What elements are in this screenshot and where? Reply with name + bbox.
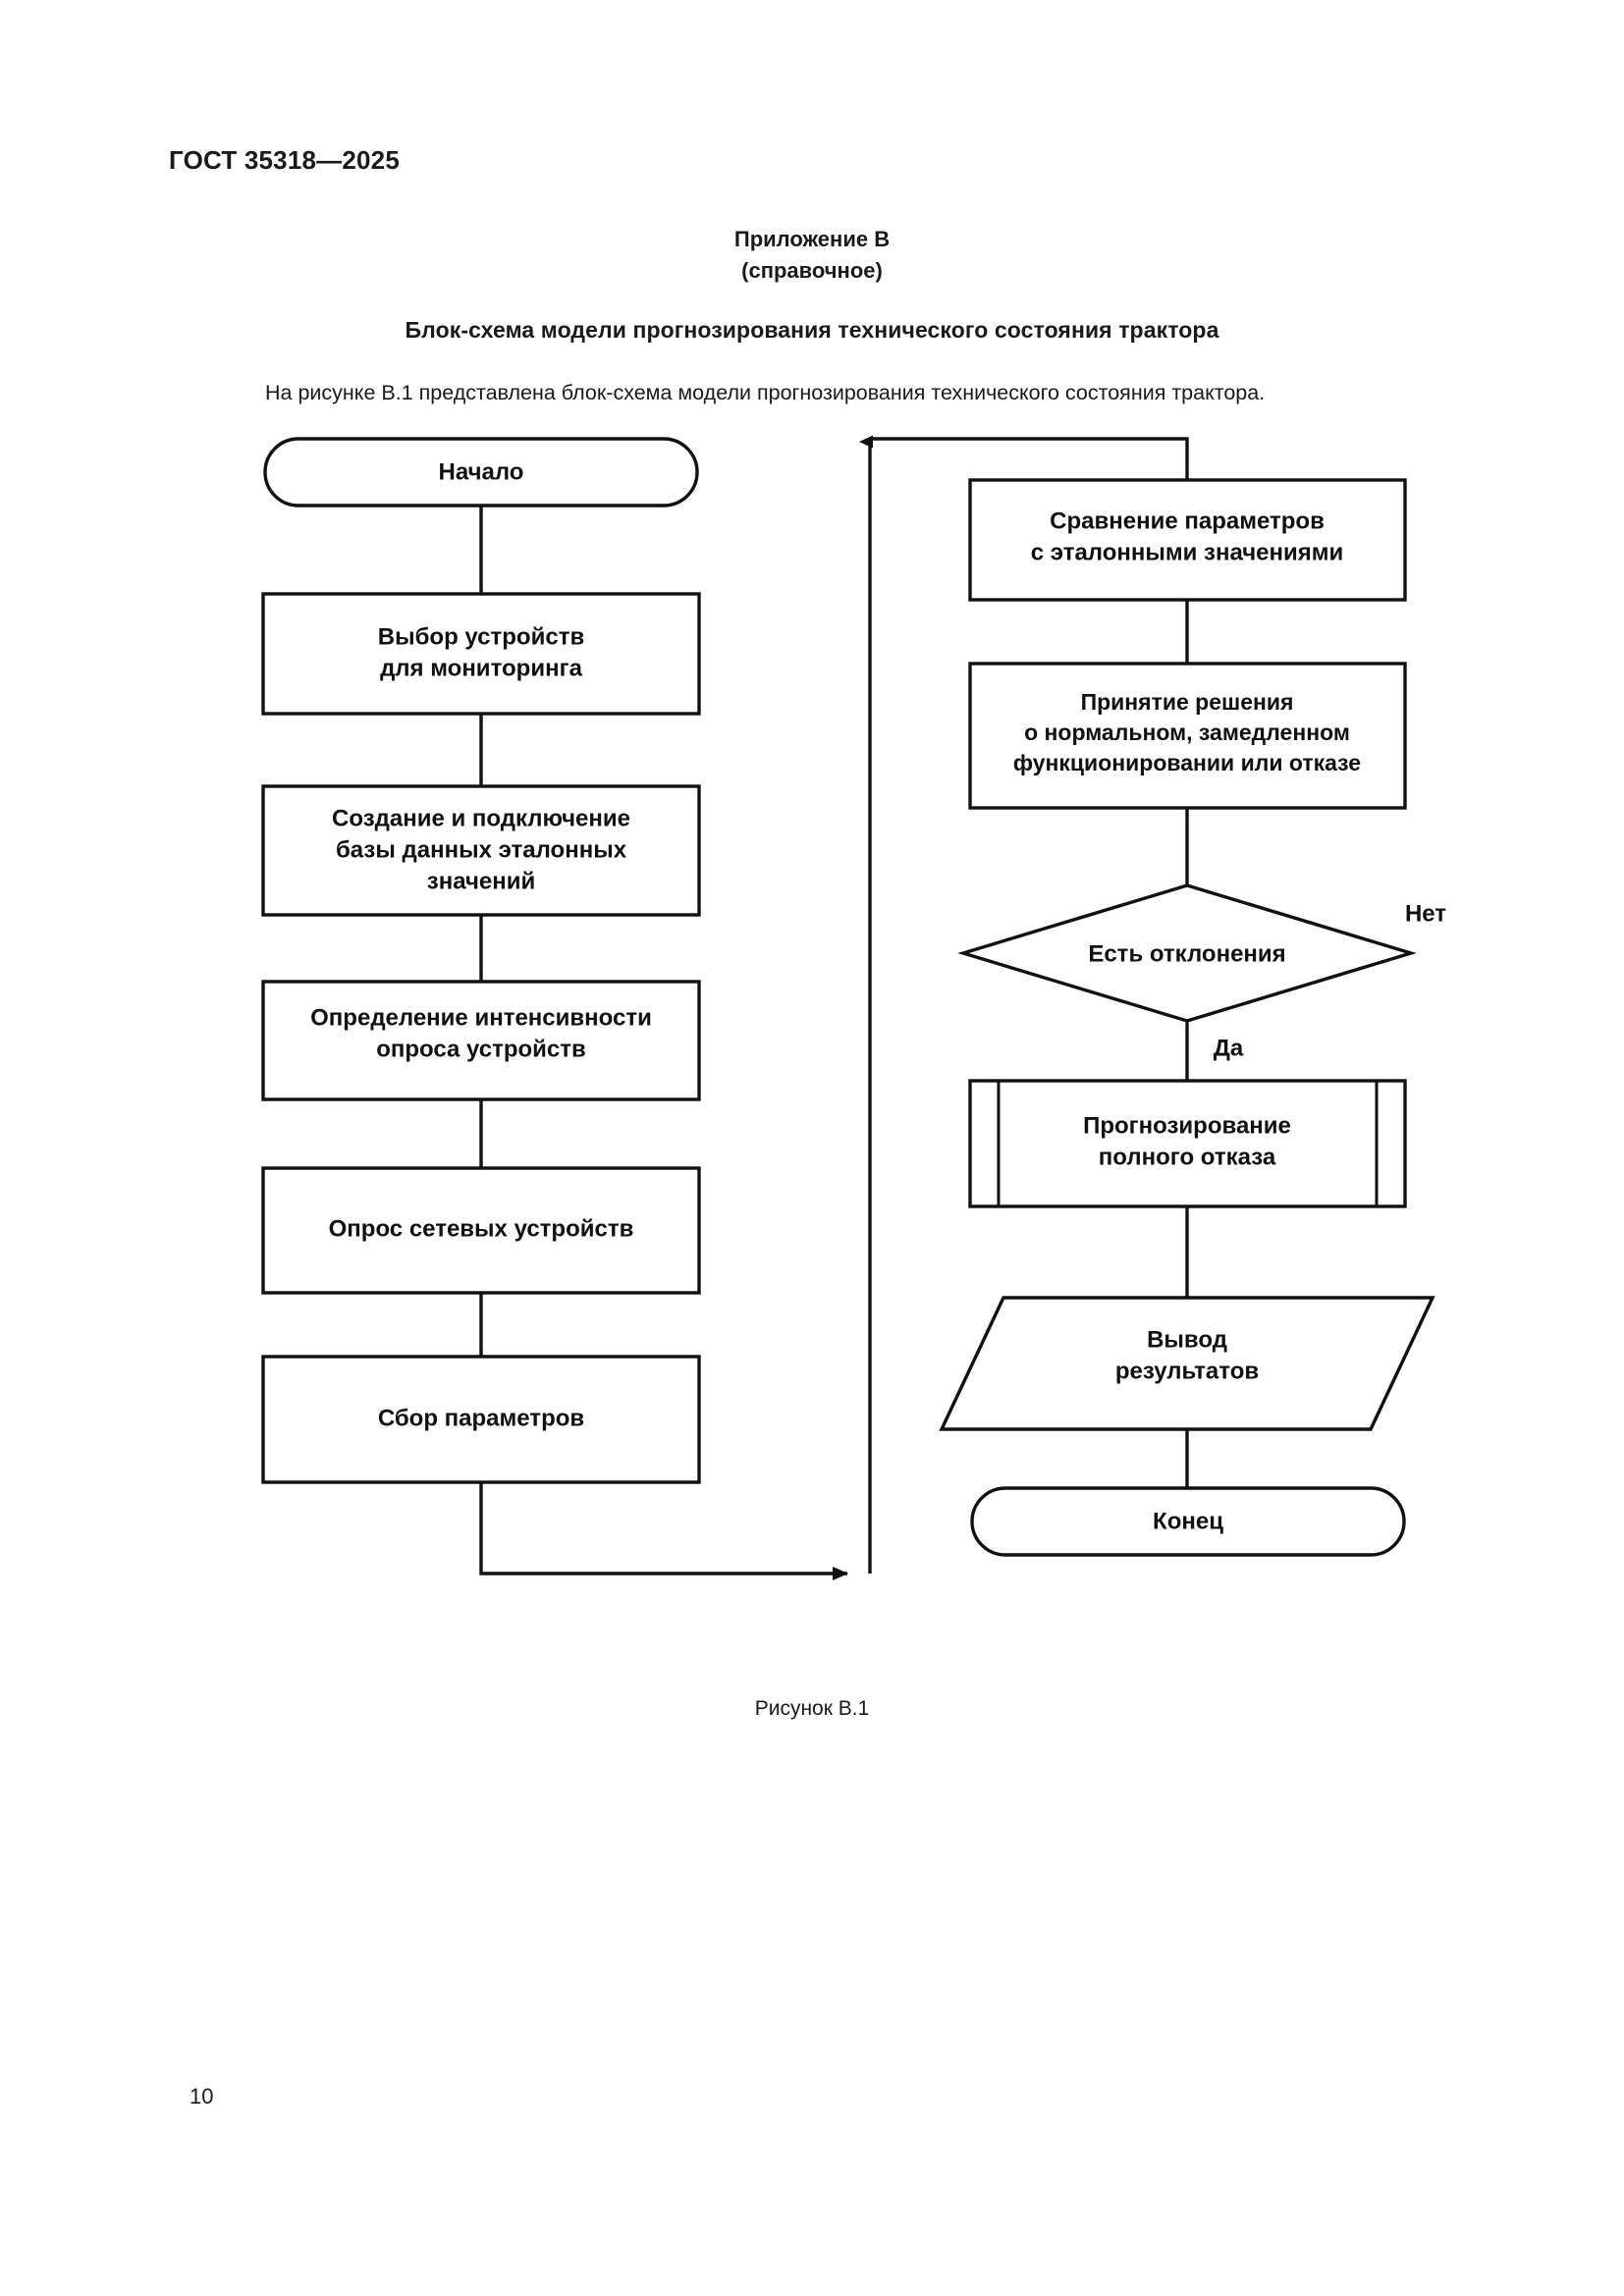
flow-node-select-devices-line1: Выбор устройств xyxy=(378,623,584,650)
flow-node-start: Начало xyxy=(263,437,699,507)
annex-heading: Приложение В (справочное) xyxy=(0,224,1624,287)
flow-node-end-label: Конец xyxy=(1153,1508,1223,1534)
flow-node-forecast-failure-line2: полного отказа xyxy=(1099,1144,1276,1170)
section-title: Блок-схема модели прогнозирования технич… xyxy=(405,317,1219,343)
flow-node-has-deviations: Есть отклонения xyxy=(957,883,1417,1023)
flow-node-start-label: Начало xyxy=(439,458,524,485)
branch-label-yes: Да xyxy=(1214,1035,1244,1061)
flow-node-has-deviations-label: Есть отклонения xyxy=(1088,940,1285,967)
flow-node-output-results-line1: Вывод xyxy=(1147,1326,1227,1353)
figure-caption: Рисунок В.1 xyxy=(754,1697,870,1720)
branch-label-no: Нет xyxy=(1405,900,1446,927)
flow-node-compare-params: Сравнение параметров с эталонными значен… xyxy=(968,478,1407,602)
intro-paragraph: На рисунке В.1 представлена блок-схема м… xyxy=(265,381,1266,404)
flow-node-select-devices: Выбор устройств для мониторинга xyxy=(261,592,701,716)
flow-node-output-results-line2: результатов xyxy=(1115,1358,1259,1384)
flow-node-poll-intensity-line2: опроса устройств xyxy=(376,1036,586,1062)
flowchart-figure: Начало Выбор устройств для мониторинга С… xyxy=(0,422,1624,1688)
standard-number-header: ГОСТ 35318—2025 xyxy=(169,145,400,175)
flow-node-create-db-line3: значений xyxy=(427,868,535,894)
flow-node-collect-params-line1: Сбор параметров xyxy=(378,1405,584,1431)
flow-node-create-db: Создание и подключение базы данных этало… xyxy=(261,784,701,917)
flow-node-poll-devices-line1: Опрос сетевых устройств xyxy=(329,1215,634,1242)
flow-node-poll-devices: Опрос сетевых устройств xyxy=(261,1166,701,1295)
flow-node-create-db-line2: базы данных эталонных xyxy=(336,836,627,863)
flow-node-decision-making-line2: о нормальном, замедленном xyxy=(1024,720,1350,745)
flow-node-poll-intensity-line1: Определение интенсивности xyxy=(310,1004,652,1031)
flow-node-select-devices-line2: для мониторинга xyxy=(380,655,583,681)
flow-node-decision-making-line3: функционировании или отказе xyxy=(1013,750,1361,775)
flow-node-end: Конец xyxy=(970,1486,1406,1557)
flow-node-output-results: Вывод результатов xyxy=(939,1296,1435,1431)
flow-node-compare-params-line1: Сравнение параметров xyxy=(1050,507,1325,534)
flow-node-poll-intensity: Определение интенсивности опроса устройс… xyxy=(261,980,701,1101)
connector-top-into-compare xyxy=(870,437,1189,480)
flow-node-compare-params-line2: с эталонными значениями xyxy=(1031,539,1344,565)
flow-node-forecast-failure-line1: Прогнозирование xyxy=(1083,1112,1291,1139)
page-number: 10 xyxy=(189,2084,214,2109)
annex-title: Приложение В xyxy=(733,227,891,251)
connector-collect-to-riser xyxy=(479,1482,848,1580)
flow-node-decision-making: Принятие решения о нормальном, замедленн… xyxy=(968,662,1407,810)
flow-node-create-db-line1: Создание и подключение xyxy=(332,805,630,831)
flow-node-decision-making-line1: Принятие решения xyxy=(1081,689,1294,715)
flow-node-collect-params: Сбор параметров xyxy=(261,1355,701,1484)
annex-subtitle: (справочное) xyxy=(741,258,883,283)
flow-node-forecast-failure: Прогнозирование полного отказа xyxy=(968,1079,1407,1208)
